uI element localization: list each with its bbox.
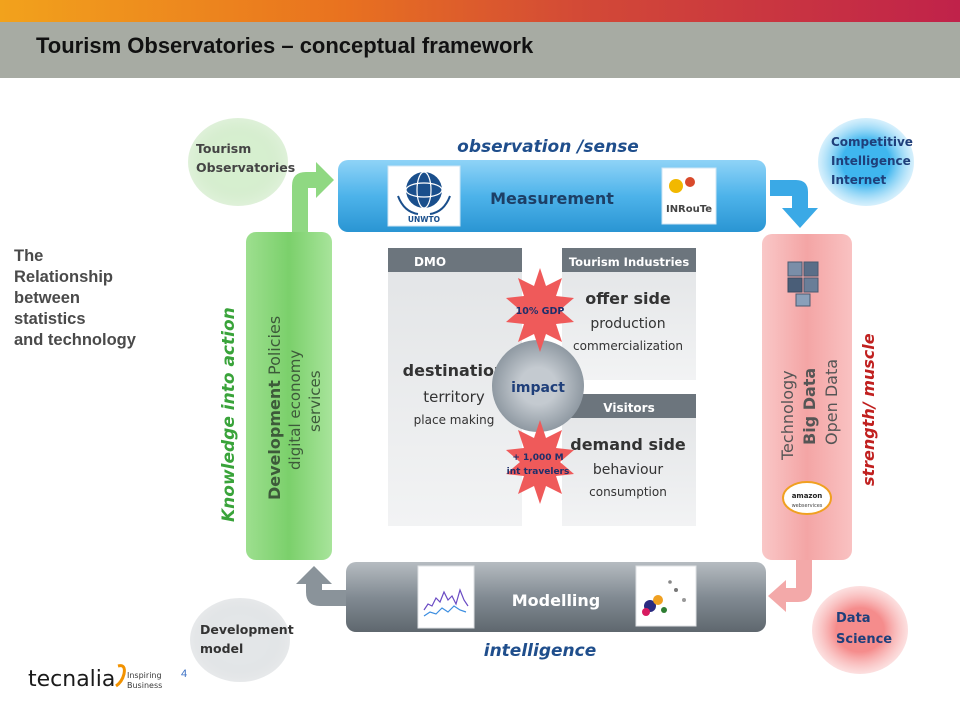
competitive-intelligence-circle: [818, 118, 914, 206]
side-caption-line: statistics: [14, 310, 86, 328]
side-caption-line: Relationship: [14, 268, 114, 286]
tourism-observatories-label: Tourism: [196, 141, 251, 156]
unwto-logo-text: UNWTO: [408, 215, 440, 224]
logo-tagline: Business: [127, 681, 162, 690]
technology-line3: Open Data: [822, 359, 841, 445]
competitive-intelligence-label: Competitive: [831, 135, 913, 149]
competitive-intelligence-label: Intelligence: [831, 154, 911, 168]
amazon-webservices-badge: [782, 481, 832, 515]
industries-line2: production: [590, 316, 665, 332]
arrow-bottom-right: [768, 560, 812, 612]
development-policies-line2: digital economy: [286, 350, 304, 470]
technology-line1: Technology: [778, 370, 797, 461]
technology-line2: Big Data: [800, 368, 819, 445]
top-accent-bar: [0, 0, 960, 22]
impact-circle: [492, 340, 584, 432]
visitors-line2: behaviour: [593, 462, 664, 478]
arrow-top-left: [292, 162, 334, 232]
technology-bar: [762, 234, 852, 560]
visitors-title: demand side: [570, 435, 686, 454]
dmo-header-label: DMO: [414, 255, 446, 269]
tecnalia-wordmark: tecnalia: [28, 667, 115, 692]
development-model-label: Development: [200, 622, 294, 637]
gdp-burst: [506, 268, 574, 352]
amazon-badge-text: amazon: [792, 492, 823, 500]
gdp-burst-text: 10% GDP: [516, 306, 565, 317]
travelers-burst-text: int travelers: [507, 467, 570, 477]
page-number: 4: [181, 668, 188, 680]
dmo-header: [388, 248, 522, 272]
logo-tagline: Inspiring: [127, 671, 162, 680]
industries-title: offer side: [585, 289, 671, 308]
intelligence-caption: intelligence: [484, 641, 596, 661]
competitive-intelligence-label: Internet: [831, 173, 886, 187]
inroute-logo-text: INRouTe: [666, 204, 712, 215]
dmo-title: destination: [403, 361, 506, 380]
knowledge-into-action-caption: Knowledge into action: [219, 307, 239, 522]
slide-title: Tourism Observatories – conceptual frame…: [36, 33, 534, 58]
visitors-line3: consumption: [589, 485, 667, 499]
development-policies-line3: services: [306, 370, 324, 432]
side-caption-line: The: [14, 247, 44, 265]
amazon-badge-text: webservices: [792, 503, 823, 509]
tourism-observatories-label: Observatories: [196, 160, 295, 175]
impact-label: impact: [511, 380, 565, 396]
industries-header: [562, 248, 696, 272]
modelling-label: Modelling: [512, 591, 601, 610]
inroute-logo: [661, 167, 717, 225]
development-model-label: model: [200, 641, 243, 656]
visitors-header: [562, 394, 696, 418]
travelers-burst-text: + 1,000 M: [512, 453, 563, 463]
data-science-label: Data: [836, 611, 871, 626]
industries-header-label: Tourism Industries: [569, 255, 689, 269]
tourism-observatories-circle: [188, 118, 288, 206]
industries-line3: commercialization: [573, 339, 683, 353]
arrow-top-right: [770, 180, 818, 228]
data-science-label: Science: [836, 632, 892, 647]
development-policies-line1: Development Policies: [265, 316, 284, 500]
travelers-burst: [506, 420, 574, 504]
side-caption: The Relationship between statistics and …: [14, 246, 184, 351]
arrow-bottom-left: [296, 566, 346, 606]
strength-muscle-caption: strength/ muscle: [859, 333, 878, 486]
tecnalia-logo: tecnalia Inspiring Business: [28, 660, 178, 704]
side-caption-line: and technology: [14, 331, 136, 349]
observation-caption: observation /sense: [457, 137, 639, 157]
measurement-label: Measurement: [490, 189, 614, 208]
tecnalia-logo-graphic: tecnalia Inspiring Business: [28, 664, 162, 692]
modelling-scatter-thumbnail: [635, 565, 697, 627]
development-policies-bar: [246, 232, 332, 560]
tecnalia-swoosh-icon: [115, 664, 126, 688]
visitors-header-label: Visitors: [603, 401, 655, 415]
dmo-line3: place making: [414, 413, 495, 427]
title-bar: [0, 22, 960, 78]
dmo-line2: territory: [423, 388, 485, 406]
development-model-circle: [190, 598, 290, 682]
data-cube-icon: [787, 261, 819, 307]
data-science-circle: [812, 586, 908, 674]
side-caption-line: between: [14, 289, 81, 307]
